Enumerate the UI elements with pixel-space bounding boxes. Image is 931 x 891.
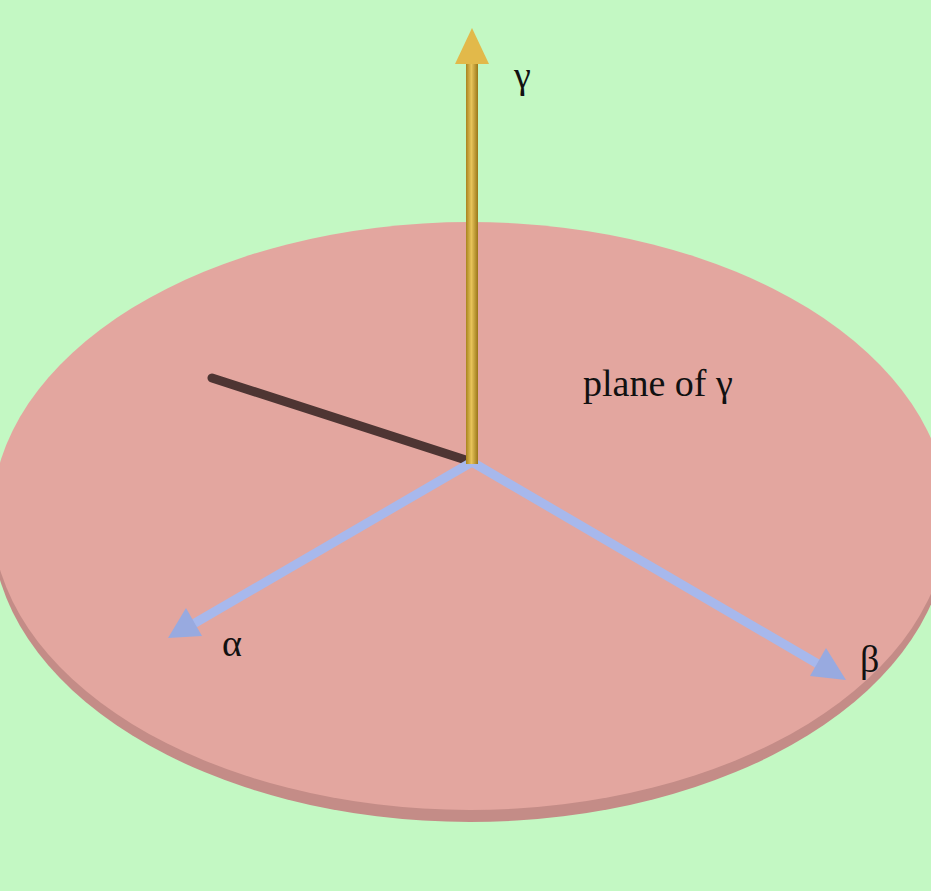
gamma-arrow-head xyxy=(455,28,489,64)
axis-label: β xyxy=(860,640,879,678)
shadow-line xyxy=(212,378,472,462)
axis-label: plane of γ xyxy=(583,364,733,402)
axis-label: α xyxy=(222,624,242,662)
beta-arrow-head xyxy=(810,648,846,680)
alpha-arrow-head xyxy=(168,608,202,638)
alpha-arrow-shaft xyxy=(195,462,472,623)
plane-disc xyxy=(0,222,931,810)
axis-label: γ xyxy=(514,56,531,94)
beta-arrow-shaft xyxy=(472,462,818,664)
gamma-arrow-shaft xyxy=(466,62,478,464)
